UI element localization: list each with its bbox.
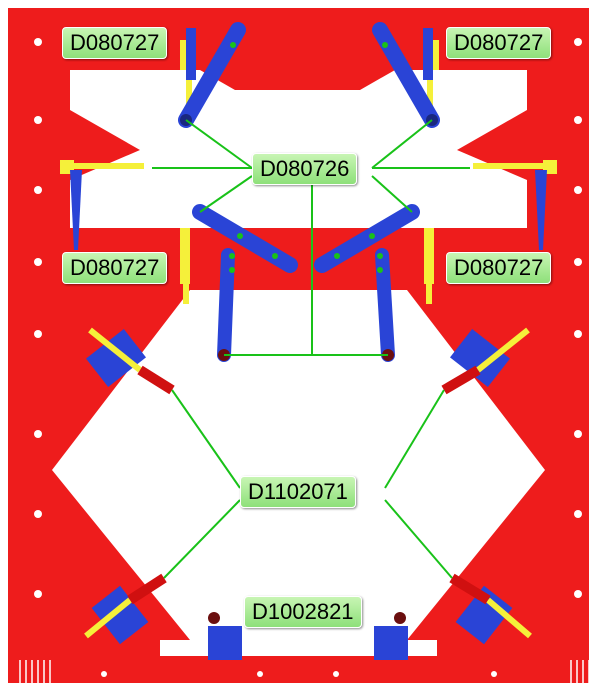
post-mid-left — [180, 228, 190, 304]
callout-mid-right: D080727 — [446, 252, 552, 284]
callout-center-mid: D1102071 — [240, 476, 356, 508]
side-pin-left — [60, 160, 144, 250]
post-mid-right — [424, 228, 434, 304]
bottom-block-left — [208, 612, 242, 660]
callout-bottom: D1002821 — [244, 596, 362, 628]
leader-lines — [152, 119, 470, 579]
diagonal-clamp-lower-right — [449, 573, 532, 645]
diagonal-clamp-upper-left — [86, 327, 175, 395]
clamp-arm-center-right — [314, 204, 420, 362]
diagonal-clamp-lower-left — [84, 573, 167, 645]
callout-center-top: D080726 — [252, 153, 358, 185]
diagonal-clamp-upper-right — [441, 327, 530, 395]
bottom-block-right — [374, 612, 408, 660]
side-pin-right — [473, 160, 557, 250]
callout-top-right: D080727 — [446, 27, 552, 59]
callout-top-left: D080727 — [62, 27, 168, 59]
clamp-arm-center-left — [192, 204, 298, 362]
frame-holes — [34, 38, 582, 677]
callout-mid-left: D080727 — [62, 252, 168, 284]
clamp-arm-top-right — [372, 22, 440, 128]
red-frame — [8, 8, 589, 683]
corner-stripes — [19, 660, 590, 683]
